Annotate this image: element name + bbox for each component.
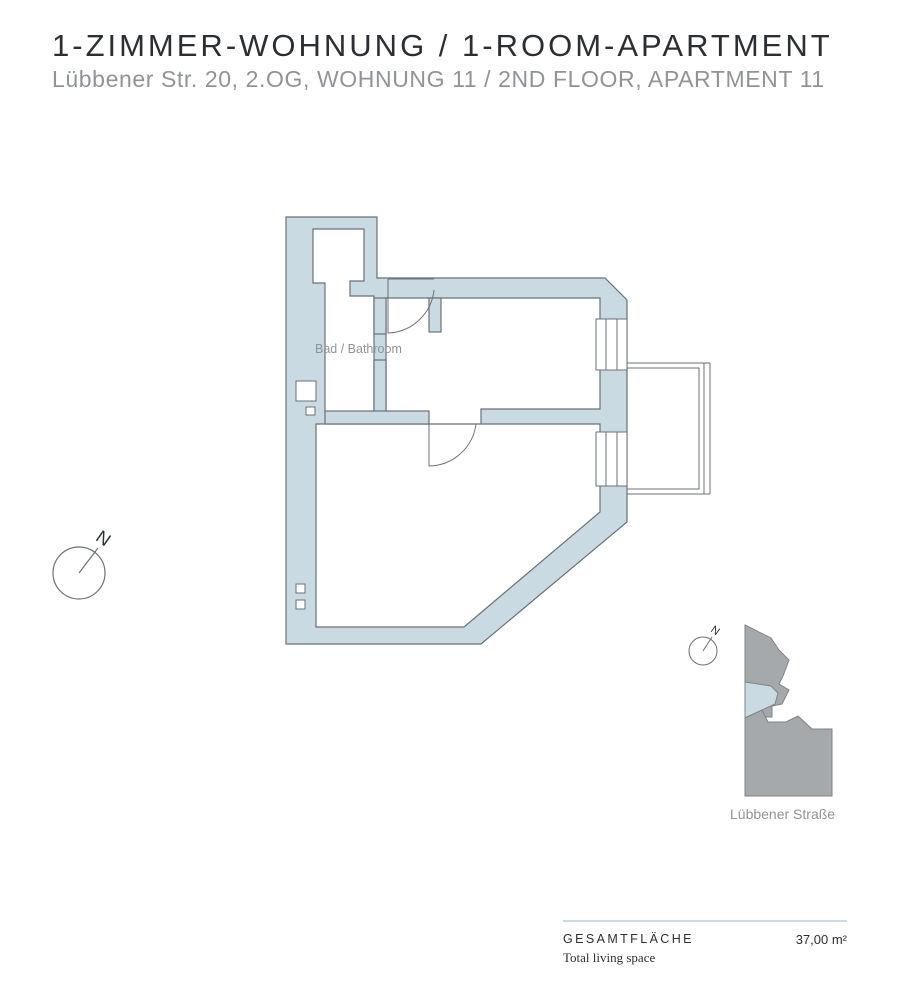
area-divider bbox=[563, 920, 847, 922]
bathroom-door bbox=[387, 279, 435, 334]
shafts bbox=[295, 380, 317, 610]
apartment-walls bbox=[285, 216, 628, 645]
north-arrow-icon: N bbox=[52, 526, 114, 600]
page-title: 1-ZIMMER-WOHNUNG / 1-ROOM-APARTMENT bbox=[52, 28, 833, 63]
site-north-label: N bbox=[708, 624, 721, 638]
site-north-arrow-icon: N bbox=[688, 624, 722, 666]
north-label: N bbox=[92, 526, 114, 550]
total-area-sublabel: Total living space bbox=[563, 950, 656, 965]
street-label: Lübbener Straße bbox=[730, 806, 836, 822]
total-area-value: 37,00 m² bbox=[795, 932, 847, 947]
site-plan bbox=[744, 624, 833, 797]
bathroom-label: Bad / Bathroom bbox=[315, 342, 402, 356]
living-room-door bbox=[428, 423, 477, 467]
total-area-label: GESAMTFLÄCHE bbox=[563, 932, 694, 946]
east-windows bbox=[595, 318, 628, 487]
partition-walls bbox=[324, 297, 442, 425]
address-subtitle: Lübbener Str. 20, 2.OG, WOHNUNG 11 / 2ND… bbox=[52, 66, 825, 92]
balcony bbox=[627, 362, 711, 495]
